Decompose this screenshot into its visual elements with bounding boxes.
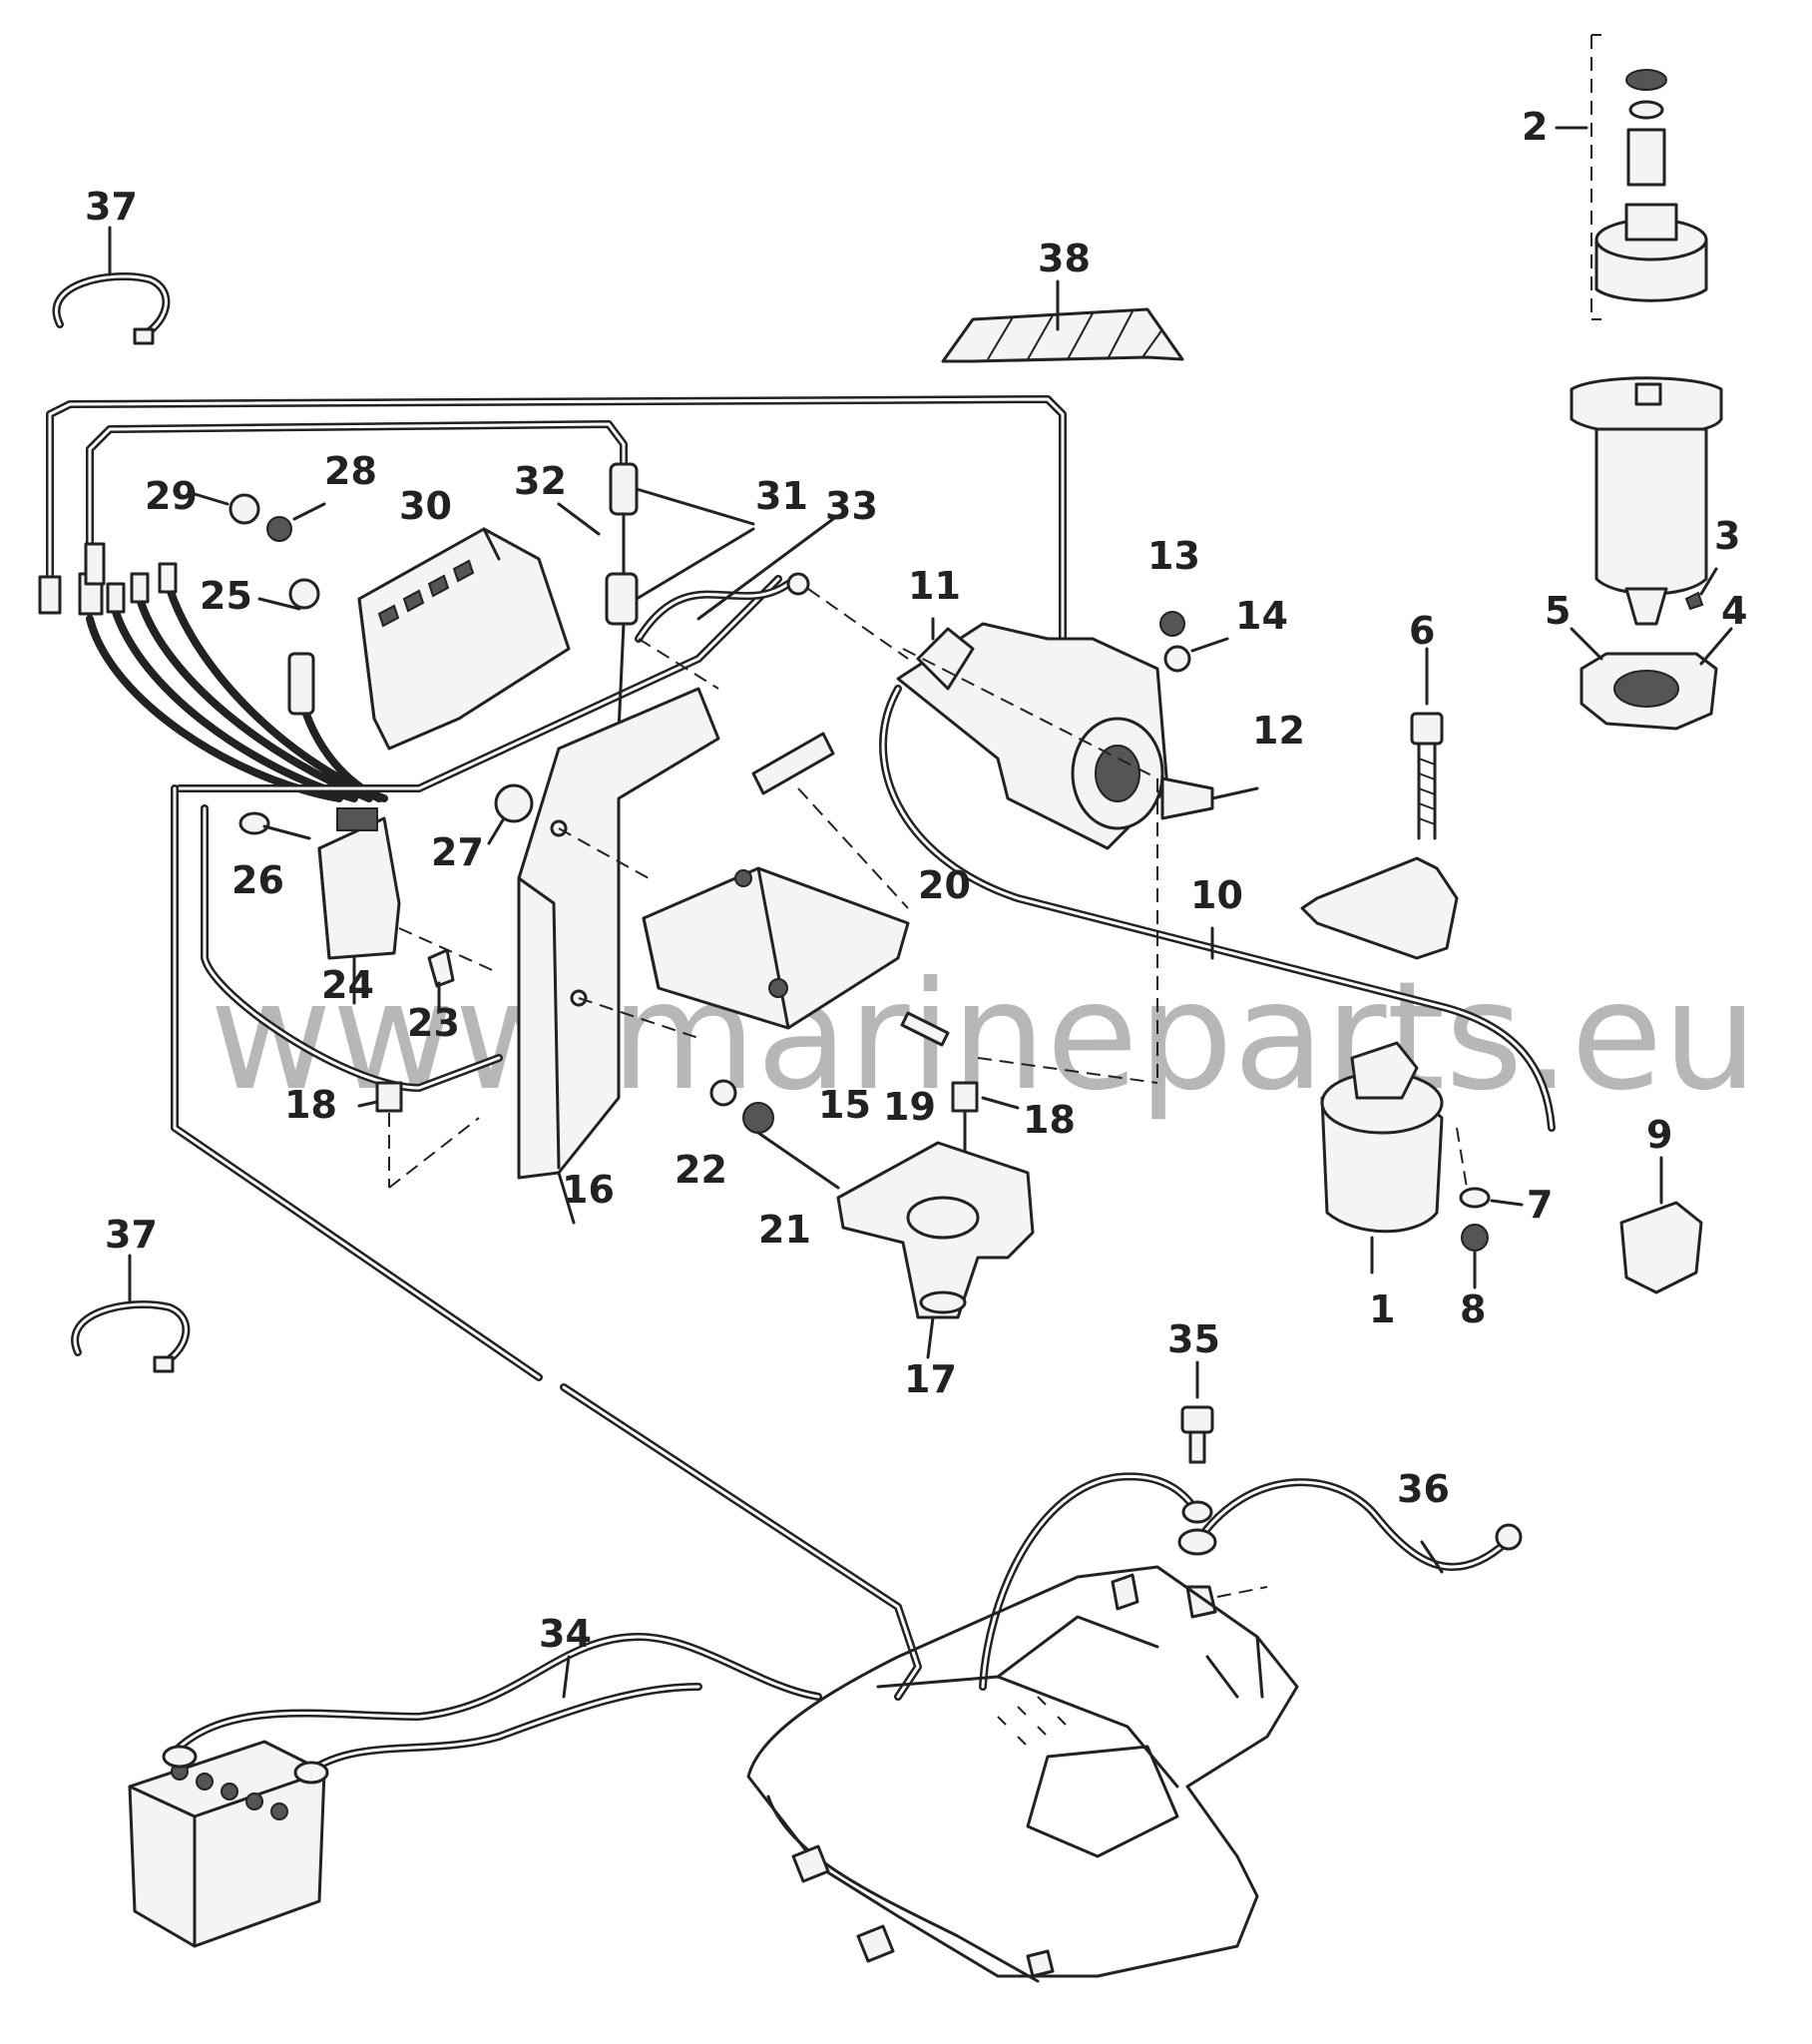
label-38: 38 [1038, 237, 1091, 280]
label-28: 28 [324, 449, 377, 493]
label-37-bottom: 37 [105, 1213, 158, 1257]
part-37-cable-loop-top[interactable] [52, 226, 171, 345]
label-7: 7 [1527, 1183, 1553, 1227]
part-6-bolt[interactable] [1410, 647, 1444, 840]
label-18-left: 18 [284, 1083, 337, 1127]
part-1-starter-motor[interactable] [1320, 1041, 1444, 1275]
label-24: 24 [321, 963, 374, 1007]
label-14: 14 [1235, 594, 1288, 638]
label-31: 31 [755, 474, 808, 518]
part-20-spacer[interactable] [751, 732, 909, 909]
label-29: 29 [145, 474, 198, 518]
part-17-lower-bracket[interactable] [836, 1141, 1035, 1359]
part-10-cable[interactable] [879, 685, 1556, 1132]
label-36: 36 [1397, 1467, 1450, 1511]
label-11: 11 [908, 564, 961, 608]
part-5-end-plate[interactable] [1570, 627, 1718, 731]
label-22: 22 [675, 1148, 727, 1192]
part-38-sleeve[interactable] [941, 279, 1184, 363]
part-27-grommet[interactable] [487, 783, 534, 845]
part-26-screw[interactable] [238, 811, 311, 840]
label-37-top: 37 [85, 185, 138, 229]
label-13: 13 [1147, 534, 1200, 578]
label-9: 9 [1646, 1113, 1672, 1157]
part-30-ignition-module[interactable] [357, 527, 571, 751]
watermark-text: www.marineparts.eu [210, 950, 1758, 1124]
label-27: 27 [431, 830, 484, 874]
label-33: 33 [825, 484, 878, 528]
part-36-ground-cable[interactable] [1177, 1478, 1523, 1619]
part-12-solenoid-bracket[interactable] [1160, 776, 1259, 820]
label-23: 23 [407, 1001, 460, 1045]
part-7-washer[interactable] [1459, 1187, 1524, 1209]
label-2: 2 [1522, 105, 1548, 149]
engine-pan [746, 1565, 1299, 1983]
starter-assembly[interactable] [1570, 376, 1723, 626]
label-18-right: 18 [1023, 1098, 1076, 1142]
part-2-drive-kit[interactable] [1555, 34, 1708, 320]
label-35: 35 [1167, 1317, 1220, 1361]
label-12: 12 [1252, 709, 1305, 753]
part-37-cable-loop-bottom[interactable] [71, 1254, 191, 1373]
label-8: 8 [1460, 1287, 1486, 1331]
part-25-fuse[interactable] [257, 578, 320, 716]
label-20: 20 [918, 863, 971, 907]
part-15-bracket[interactable] [558, 827, 910, 1039]
part-8-nut[interactable] [1461, 1224, 1489, 1289]
label-4: 4 [1721, 589, 1747, 633]
part-21-nut[interactable] [742, 1102, 840, 1190]
label-10: 10 [1190, 873, 1243, 917]
part-14-washer[interactable] [1163, 637, 1229, 673]
callout-labels: 1 2 3 4 5 6 7 8 9 10 11 12 13 14 15 16 1… [85, 105, 1747, 1656]
label-25: 25 [200, 574, 252, 618]
part-13-nut[interactable] [1159, 611, 1185, 637]
assembly-leader-lines [398, 638, 1468, 1189]
part-18-bolt-left[interactable] [357, 1081, 480, 1189]
part-34-battery-cable[interactable] [162, 1633, 822, 1785]
label-16: 16 [562, 1168, 615, 1212]
label-26: 26 [231, 858, 284, 902]
label-1: 1 [1369, 1287, 1395, 1331]
label-21: 21 [758, 1208, 811, 1252]
label-15: 15 [818, 1083, 871, 1127]
part-32-fuse-leader[interactable] [557, 502, 601, 536]
part-29-washer[interactable] [193, 492, 260, 525]
part-11-solenoid[interactable] [896, 617, 1169, 850]
part-35-bolt[interactable] [1180, 1360, 1214, 1464]
label-34: 34 [539, 1612, 592, 1656]
part-33-wire-lead[interactable] [635, 517, 909, 660]
label-17: 17 [904, 1357, 957, 1401]
part-22-washer[interactable] [709, 1079, 737, 1107]
part-16-mounting-plate[interactable] [517, 687, 720, 1225]
label-3: 3 [1714, 514, 1740, 558]
engine-ground-lead[interactable] [979, 1472, 1213, 1691]
label-5: 5 [1545, 589, 1571, 633]
part-3-clip[interactable] [1684, 567, 1718, 611]
part-23-screw[interactable] [427, 948, 455, 1010]
label-19: 19 [883, 1085, 936, 1129]
part-19-bolt[interactable] [900, 1011, 950, 1047]
label-6: 6 [1409, 609, 1435, 653]
part-24-relay-box[interactable] [317, 807, 401, 1005]
label-32: 32 [514, 459, 567, 503]
part-28-nut[interactable] [266, 502, 326, 542]
starter-mount-bracket[interactable] [1300, 856, 1459, 960]
label-30: 30 [399, 484, 452, 528]
part-9-terminal-boot[interactable] [1619, 1156, 1703, 1294]
part-4-bolt[interactable] [1699, 627, 1733, 666]
